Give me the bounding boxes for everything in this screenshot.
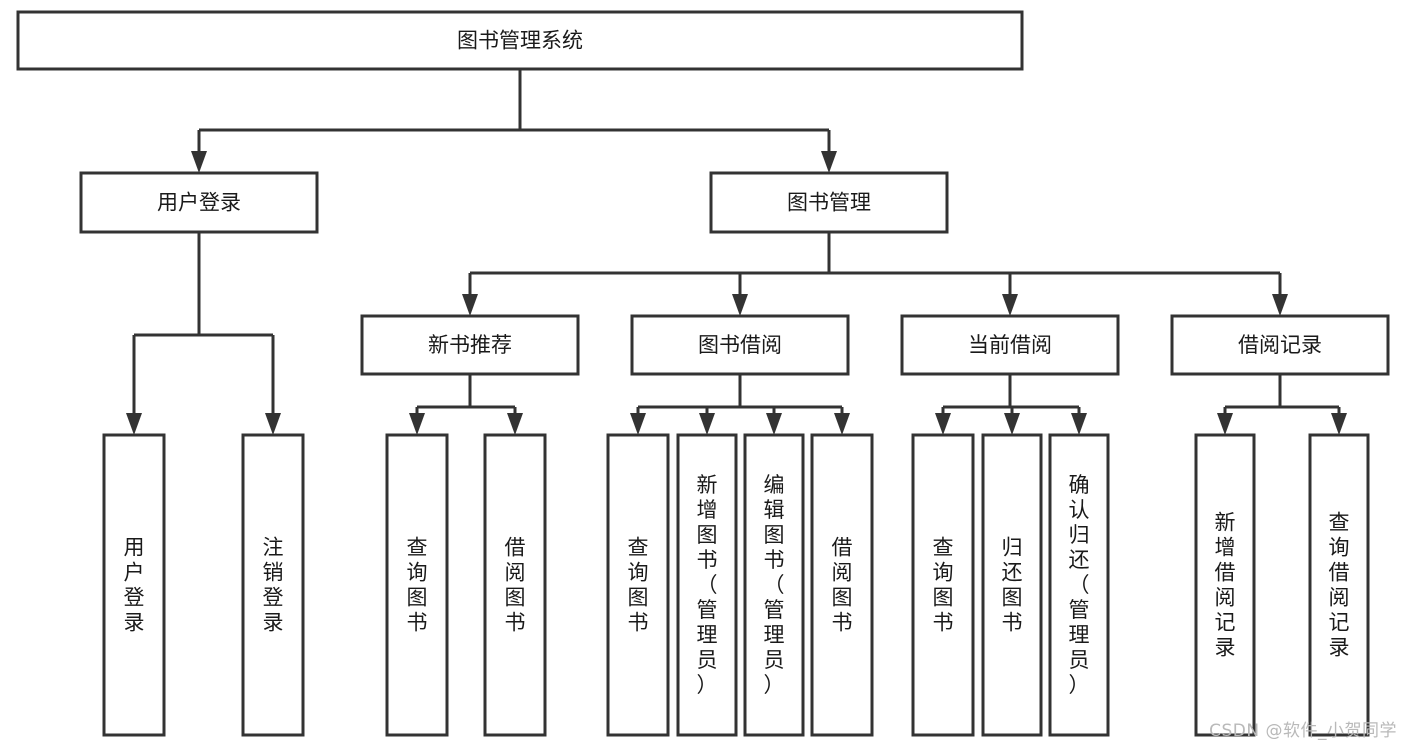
node-label-leaf-confirm-return-admin: 确认归还（管理员） <box>1069 473 1090 697</box>
arrow-head-icon <box>507 413 523 435</box>
node-book-borrow[interactable]: 图书借阅 <box>630 314 850 376</box>
node-label-borrow-record: 借阅记录 <box>1238 333 1322 357</box>
node-leaf-borrow-book-1[interactable]: 借阅图书 <box>483 433 547 737</box>
node-label-leaf-query-book-1: 查询图书 <box>407 536 428 635</box>
node-label-leaf-borrow-book-2: 借阅图书 <box>832 536 853 635</box>
node-leaf-add-book-admin[interactable]: 新增图书（管理员） <box>676 433 738 737</box>
node-label-leaf-return-book: 归还图书 <box>1002 536 1023 635</box>
node-box-leaf-query-book-2[interactable] <box>606 433 670 737</box>
arrow-head-icon <box>191 151 207 173</box>
node-label-leaf-query-book-2: 查询图书 <box>628 536 649 635</box>
connectors-layer <box>126 69 1347 435</box>
arrow-head-icon <box>126 413 142 435</box>
node-label-leaf-query-borrow-record: 查询借阅记录 <box>1329 511 1350 660</box>
node-leaf-return-book[interactable]: 归还图书 <box>981 433 1043 737</box>
csdn-watermark: CSDN @软件_小贺同学 <box>1209 721 1397 741</box>
node-box-leaf-user-login[interactable] <box>102 433 166 737</box>
node-leaf-query-book-3[interactable]: 查询图书 <box>911 433 975 737</box>
node-label-user-login: 用户登录 <box>157 191 241 215</box>
node-leaf-user-login[interactable]: 用户登录 <box>102 433 166 737</box>
node-book-manage[interactable]: 图书管理 <box>709 171 949 234</box>
node-leaf-add-borrow-record[interactable]: 新增借阅记录 <box>1194 433 1256 737</box>
nodes-layer: 图书管理系统用户登录图书管理新书推荐图书借阅当前借阅借阅记录用户登录注销登录查询… <box>16 10 1390 737</box>
node-leaf-logout-login[interactable]: 注销登录 <box>241 433 305 737</box>
node-box-leaf-return-book[interactable] <box>981 433 1043 737</box>
node-new-book-recommend[interactable]: 新书推荐 <box>360 314 580 376</box>
arrow-head-icon <box>732 294 748 316</box>
arrow-head-icon <box>1071 413 1087 435</box>
node-label-leaf-logout-login: 注销登录 <box>263 536 284 635</box>
arrow-head-icon <box>265 413 281 435</box>
node-leaf-query-borrow-record[interactable]: 查询借阅记录 <box>1308 433 1370 737</box>
arrow-head-icon <box>1002 294 1018 316</box>
connector-conn-book-manage <box>462 232 1288 316</box>
node-box-leaf-query-borrow-record[interactable] <box>1308 433 1370 737</box>
node-root[interactable]: 图书管理系统 <box>16 10 1024 71</box>
arrow-head-icon <box>699 413 715 435</box>
arrow-head-icon <box>834 413 850 435</box>
node-label-leaf-edit-book-admin: 编辑图书（管理员） <box>764 473 785 697</box>
node-label-leaf-add-borrow-record: 新增借阅记录 <box>1215 511 1236 660</box>
node-box-borrow-record[interactable] <box>1170 314 1390 376</box>
node-box-leaf-borrow-book-1[interactable] <box>483 433 547 737</box>
node-box-leaf-borrow-book-2[interactable] <box>810 433 874 737</box>
connector-conn-borrow-record <box>1217 374 1347 435</box>
node-label-new-book-recommend: 新书推荐 <box>428 333 512 357</box>
node-current-borrow[interactable]: 当前借阅 <box>900 314 1120 376</box>
arrow-head-icon <box>1004 413 1020 435</box>
node-borrow-record[interactable]: 借阅记录 <box>1170 314 1390 376</box>
node-box-leaf-add-borrow-record[interactable] <box>1194 433 1256 737</box>
node-box-leaf-logout-login[interactable] <box>241 433 305 737</box>
node-box-book-manage[interactable] <box>709 171 949 234</box>
connector-conn-current-borrow <box>935 374 1087 435</box>
node-label-current-borrow: 当前借阅 <box>968 333 1052 357</box>
node-label-leaf-borrow-book-1: 借阅图书 <box>505 536 526 635</box>
node-leaf-query-book-2[interactable]: 查询图书 <box>606 433 670 737</box>
node-box-new-book-recommend[interactable] <box>360 314 580 376</box>
node-user-login[interactable]: 用户登录 <box>79 171 319 234</box>
connector-conn-user-login <box>126 232 281 435</box>
node-box-leaf-edit-book-admin[interactable] <box>743 433 805 737</box>
node-leaf-edit-book-admin[interactable]: 编辑图书（管理员） <box>743 433 805 737</box>
node-box-current-borrow[interactable] <box>900 314 1120 376</box>
arrow-head-icon <box>1272 294 1288 316</box>
node-leaf-borrow-book-2[interactable]: 借阅图书 <box>810 433 874 737</box>
connector-conn-new-book-recommend <box>409 374 523 435</box>
connector-conn-book-borrow <box>630 374 850 435</box>
node-box-leaf-query-book-3[interactable] <box>911 433 975 737</box>
node-box-book-borrow[interactable] <box>630 314 850 376</box>
node-label-leaf-add-book-admin: 新增图书（管理员） <box>697 473 718 697</box>
node-leaf-confirm-return-admin[interactable]: 确认归还（管理员） <box>1048 433 1110 737</box>
arrow-head-icon <box>409 413 425 435</box>
arrow-head-icon <box>462 294 478 316</box>
node-leaf-query-book-1[interactable]: 查询图书 <box>385 433 449 737</box>
arrow-head-icon <box>630 413 646 435</box>
node-box-user-login[interactable] <box>79 171 319 234</box>
node-box-leaf-add-book-admin[interactable] <box>676 433 738 737</box>
node-label-leaf-query-book-3: 查询图书 <box>933 536 954 635</box>
node-label-root: 图书管理系统 <box>457 29 583 53</box>
node-box-leaf-query-book-1[interactable] <box>385 433 449 737</box>
arrow-head-icon <box>766 413 782 435</box>
node-label-book-borrow: 图书借阅 <box>698 333 782 357</box>
node-box-root[interactable] <box>16 10 1024 71</box>
arrow-head-icon <box>1217 413 1233 435</box>
connector-conn-root <box>191 69 837 173</box>
arrow-head-icon <box>821 151 837 173</box>
arrow-head-icon <box>935 413 951 435</box>
node-label-book-manage: 图书管理 <box>787 191 871 215</box>
node-box-leaf-confirm-return-admin[interactable] <box>1048 433 1110 737</box>
node-label-leaf-user-login: 用户登录 <box>124 536 145 635</box>
arrow-head-icon <box>1331 413 1347 435</box>
